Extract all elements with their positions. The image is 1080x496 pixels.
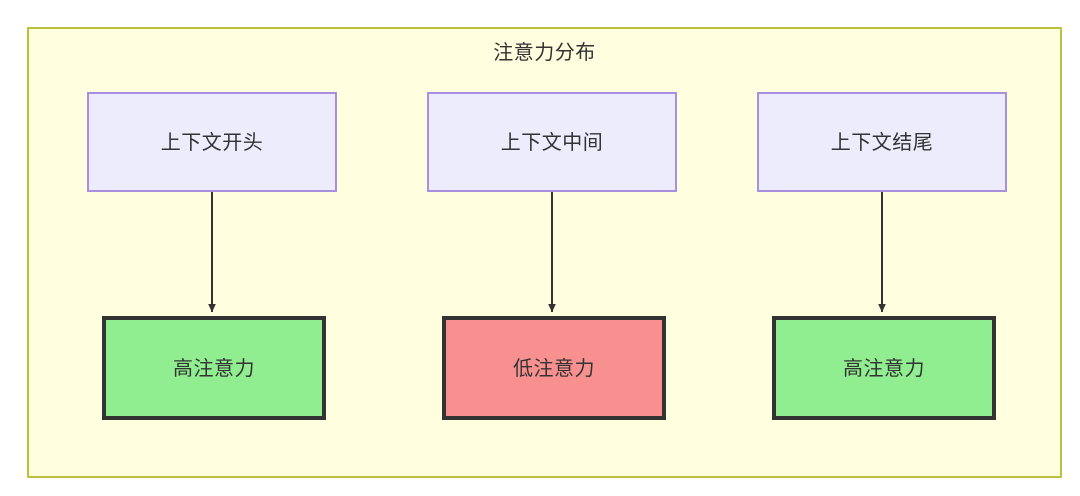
node-context-middle[interactable]: 上下文中间 xyxy=(427,92,677,192)
node-attention-high-left[interactable]: 高注意力 xyxy=(102,316,326,420)
node-label: 上下文中间 xyxy=(500,130,604,154)
node-label: 上下文结尾 xyxy=(830,130,934,154)
node-context-start[interactable]: 上下文开头 xyxy=(87,92,337,192)
node-attention-low-middle[interactable]: 低注意力 xyxy=(442,316,666,420)
node-label: 上下文开头 xyxy=(160,130,264,154)
node-label: 高注意力 xyxy=(173,356,255,380)
node-attention-high-right[interactable]: 高注意力 xyxy=(772,316,996,420)
node-label: 高注意力 xyxy=(843,356,925,380)
subgraph-title: 注意力分布 xyxy=(493,40,596,64)
node-label: 低注意力 xyxy=(513,356,595,380)
node-context-end[interactable]: 上下文结尾 xyxy=(757,92,1007,192)
